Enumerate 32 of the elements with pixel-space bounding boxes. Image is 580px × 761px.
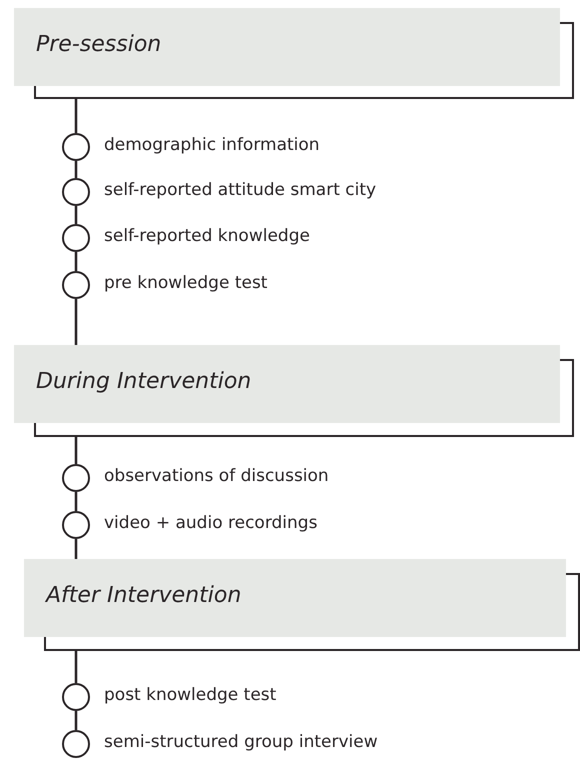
phase-title: During Intervention	[36, 369, 252, 394]
timeline-line	[74, 492, 78, 511]
item-label: video + audio recordings	[104, 513, 318, 533]
item-label: pre knowledge test	[104, 273, 268, 293]
phase-header	[14, 345, 574, 437]
timeline-line	[74, 711, 78, 730]
timeline-line	[74, 299, 78, 345]
phase-header	[24, 559, 580, 651]
timeline-circle	[62, 133, 90, 161]
item-label: post knowledge test	[104, 685, 276, 705]
timeline-circle	[62, 730, 90, 758]
timeline-circle	[62, 683, 90, 711]
timeline-line	[74, 539, 78, 559]
timeline-line	[74, 99, 78, 133]
timeline-line	[74, 651, 78, 683]
phase-title: Pre-session	[36, 32, 162, 57]
timeline-line	[74, 161, 78, 178]
phase-title: After Intervention	[46, 583, 242, 608]
item-label: demographic information	[104, 135, 320, 155]
item-label: self-reported attitude smart city	[104, 180, 376, 200]
phase-header	[14, 8, 574, 99]
timeline-circle	[62, 178, 90, 206]
item-label: observations of discussion	[104, 466, 329, 486]
timeline-circle	[62, 224, 90, 252]
timeline-line	[74, 437, 78, 464]
item-label: self-reported knowledge	[104, 226, 310, 246]
timeline-circle	[62, 271, 90, 299]
timeline-circle	[62, 511, 90, 539]
timeline-circle	[62, 464, 90, 492]
timeline-line	[74, 206, 78, 224]
item-label: semi-structured group interview	[104, 732, 378, 752]
timeline-line	[74, 252, 78, 271]
